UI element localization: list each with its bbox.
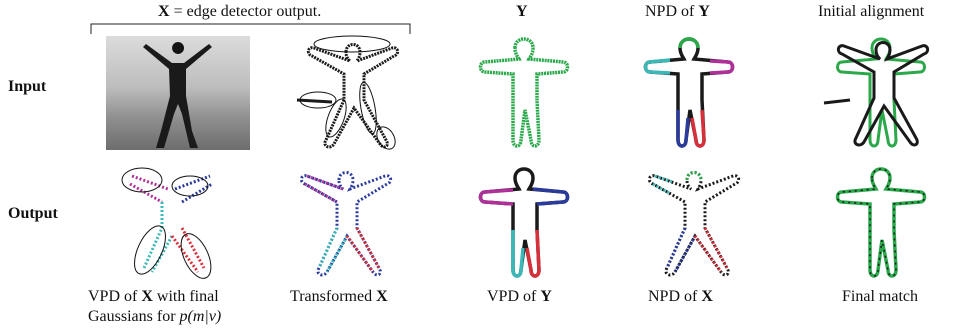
label-npd-of-x: NPD of X bbox=[648, 288, 713, 305]
npd-of-y bbox=[630, 37, 735, 148]
row-label-input: Input bbox=[8, 78, 47, 95]
label-vpd-of-x: VPD of X with final bbox=[88, 288, 219, 305]
vpd-of-x bbox=[121, 167, 216, 279]
transformed-x bbox=[299, 171, 393, 277]
label-gaussians: Gaussians for p(m|v) bbox=[88, 308, 222, 325]
label-transformed-x: Transformed X bbox=[290, 288, 388, 305]
label-initial-alignment: Initial alignment bbox=[818, 3, 925, 20]
label-vpd-of-y: VPD of Y bbox=[487, 288, 552, 305]
y-template bbox=[478, 37, 570, 148]
input-photo bbox=[106, 36, 250, 150]
label-final-match: Final match bbox=[842, 288, 918, 305]
label-x-edge-detector: X = edge detector output. bbox=[158, 3, 322, 20]
row-label-output: Output bbox=[8, 205, 58, 222]
edge-detector-output bbox=[296, 35, 400, 150]
initial-alignment bbox=[823, 37, 930, 148]
vpd-of-y bbox=[478, 167, 570, 278]
npd-of-x bbox=[647, 171, 741, 277]
label-y: Y bbox=[516, 3, 528, 20]
label-npd-of-y: NPD of Y bbox=[645, 3, 710, 20]
person-silhouette bbox=[143, 42, 212, 148]
final-match bbox=[835, 167, 927, 278]
